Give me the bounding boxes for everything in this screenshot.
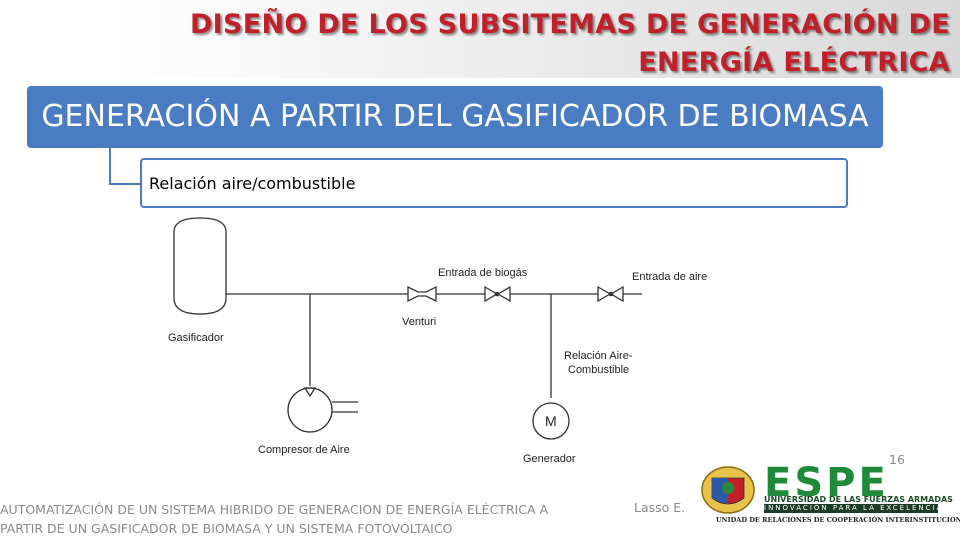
footer-thesis: AUTOMATIZACIÓN DE UN SISTEMA HIBRIDO DE …: [0, 500, 600, 538]
pid-diagram: Gasificador Venturi Entrada de biogás En…: [168, 217, 707, 465]
university-name: UNIVERSIDAD DE LAS FUERZAS ARMADAS: [764, 495, 953, 504]
university-slogan: INNOVACIÓN PARA LA EXCELENCIA: [764, 504, 938, 513]
espe-logo: ESPE UNIVERSIDAD DE LAS FUERZAS ARMADAS …: [698, 460, 960, 528]
gasifier-label: Gasificador: [168, 332, 224, 344]
title-band: [0, 0, 960, 78]
generator-label: Generador: [523, 453, 576, 465]
compressor-label: Compresor de Aire: [258, 444, 350, 456]
sub-heading: Relación aire/combustible: [149, 174, 356, 193]
motor-symbol: M: [545, 413, 557, 429]
slide-title: DISEÑO DE LOS SUBSITEMAS DE GENERACIÓN D…: [189, 9, 950, 78]
biogas-valve: [484, 285, 511, 303]
footer-thesis-line1: AUTOMATIZACIÓN DE UN SISTEMA HIBRIDO DE …: [0, 502, 549, 517]
ratio-label-line1: Relación Aire-: [564, 350, 633, 362]
sub-heading-box: Relación aire/combustible: [140, 158, 848, 208]
university-crest-icon: [701, 466, 755, 514]
ratio-label-line2: Combustible: [568, 364, 629, 376]
page-number: 16: [889, 452, 905, 467]
venturi-symbol: [407, 285, 437, 303]
air-valve: [597, 285, 624, 303]
compressor-body: [287, 387, 333, 433]
footer-author: Lasso E.: [634, 500, 686, 515]
espe-wordmark: ESPE: [764, 460, 889, 506]
biogas-inlet-label: Entrada de biogás: [438, 267, 528, 279]
air-inlet-label: Entrada de aire: [632, 271, 707, 283]
footer-thesis-line2: PARTIR DE UN GASIFICADOR DE BIOMASA Y UN…: [0, 521, 453, 536]
unit-name: UNIDAD DE RELACIONES DE COOPERACIÓN INTE…: [716, 516, 960, 524]
main-heading: GENERACIÓN A PARTIR DEL GASIFICADOR DE B…: [41, 99, 869, 134]
venturi-label: Venturi: [402, 316, 436, 328]
generator-motor: [532, 402, 570, 440]
main-heading-box: GENERACIÓN A PARTIR DEL GASIFICADOR DE B…: [27, 86, 883, 148]
gasifier-vessel: [173, 217, 227, 315]
